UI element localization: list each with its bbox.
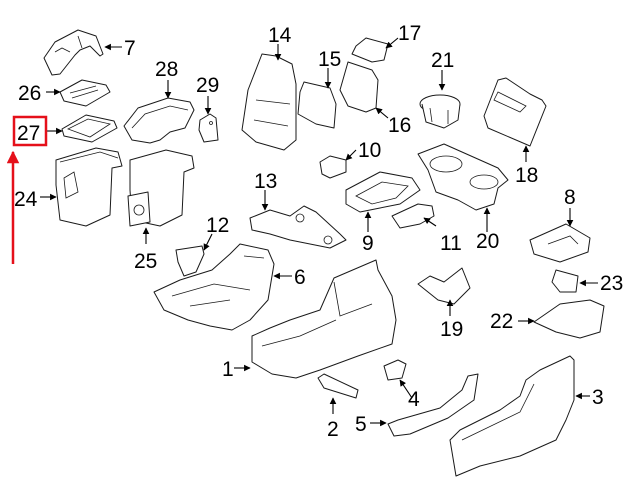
callout-9[interactable]: 9	[362, 232, 374, 255]
callout-2[interactable]: 2	[327, 418, 339, 441]
part-4-clip[interactable]	[383, 359, 407, 381]
part-1-console-base[interactable]	[251, 259, 397, 379]
part-24-bin[interactable]	[55, 147, 123, 227]
callout-24[interactable]: 24	[14, 188, 38, 211]
part-28-armrest-lid[interactable]	[123, 97, 195, 144]
callout-11[interactable]: 11	[440, 232, 462, 255]
part-21-cup-holder[interactable]	[419, 94, 461, 129]
callout-12[interactable]: 12	[206, 214, 229, 237]
part-5-trim-strip[interactable]	[387, 373, 479, 437]
part-17-cover[interactable]	[351, 37, 389, 63]
callout-1[interactable]: 1	[222, 358, 234, 381]
part-15-pocket[interactable]	[297, 81, 337, 129]
part-12-bezel[interactable]	[175, 245, 205, 277]
callout-16[interactable]: 16	[388, 114, 411, 137]
part-6-bracket-frame[interactable]	[153, 243, 275, 331]
callout-4[interactable]: 4	[408, 388, 420, 411]
callout-3[interactable]: 3	[592, 386, 604, 409]
callout-27[interactable]: 27	[17, 122, 40, 145]
part-16-housing[interactable]	[339, 61, 379, 113]
callout-8[interactable]: 8	[564, 186, 576, 209]
part-20-cup-holder-insert[interactable]	[417, 143, 509, 211]
callout-13[interactable]: 13	[254, 170, 277, 193]
part-3-side-panel[interactable]	[449, 355, 575, 477]
callout-20[interactable]: 20	[476, 230, 499, 253]
part-10-small-pocket[interactable]	[319, 155, 347, 179]
leader-lines	[40, 37, 598, 427]
callout-17[interactable]: 17	[398, 22, 421, 45]
callout-10[interactable]: 10	[358, 139, 381, 162]
callout-14[interactable]: 14	[268, 24, 292, 47]
part-23-ring[interactable]	[551, 269, 579, 293]
callout-18[interactable]: 18	[515, 164, 538, 187]
part-22-tray[interactable]	[533, 299, 605, 339]
callout-25[interactable]: 25	[134, 250, 157, 273]
part-9-bezel-frame[interactable]	[345, 171, 421, 213]
part-29-clip[interactable]	[198, 113, 219, 143]
callout-29[interactable]: 29	[196, 74, 219, 97]
callout-26[interactable]: 26	[18, 82, 41, 105]
callout-7[interactable]: 7	[124, 37, 136, 60]
part-26-tray[interactable]	[59, 79, 111, 107]
callout-5[interactable]: 5	[355, 413, 367, 436]
part-14-panel[interactable]	[241, 53, 297, 151]
part-25-bin-with-outlet[interactable]	[127, 149, 195, 227]
callout-6[interactable]: 6	[294, 266, 306, 289]
part-2-bracket[interactable]	[317, 373, 359, 399]
part-27-mat[interactable]	[61, 114, 118, 143]
part-13-trim-panel[interactable]	[249, 205, 347, 249]
callout-28[interactable]: 28	[155, 58, 178, 81]
callout-labels: 7 26 27 28 29 24 25 12 6 13 14 15 16 17 …	[14, 22, 623, 441]
callout-19[interactable]: 19	[440, 318, 463, 341]
part-11-insert[interactable]	[391, 203, 435, 229]
highlight-box-27	[12, 115, 48, 147]
callout-21[interactable]: 21	[431, 49, 454, 72]
callout-22[interactable]: 22	[490, 310, 513, 333]
callout-23[interactable]: 23	[600, 272, 623, 295]
part-19-adapter[interactable]	[417, 267, 471, 305]
part-8-shifter-bezel[interactable]	[529, 223, 591, 263]
part-18-trim-panel[interactable]	[483, 77, 547, 147]
callout-15[interactable]: 15	[318, 48, 341, 71]
part-7-cover[interactable]	[43, 29, 104, 76]
